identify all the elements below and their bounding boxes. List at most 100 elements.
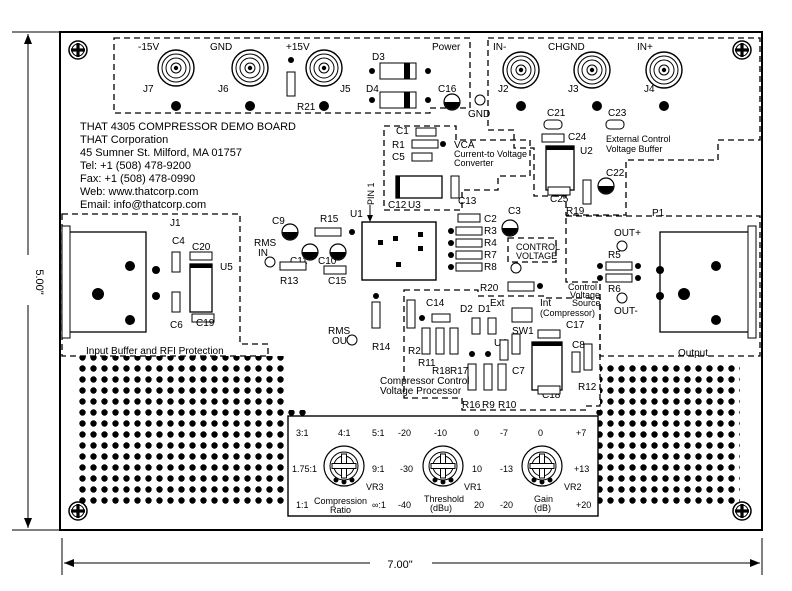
r21-label: R21 bbox=[297, 102, 316, 113]
r12-label: R12 bbox=[578, 382, 597, 393]
power-section: Power -15V GND +15V J7 J6 J5 R21 D3 D4 C… bbox=[113, 37, 490, 120]
rms-in-label-1: RMS bbox=[254, 238, 277, 249]
external-control-section: IN- CHGND IN+ J2 J3 J4 C21 C23 External … bbox=[487, 37, 761, 217]
potentiometer-icon bbox=[323, 445, 365, 487]
bnc-connector-icon bbox=[645, 51, 683, 89]
j3-label: J3 bbox=[568, 84, 579, 95]
company-web: Web: www.thatcorp.com bbox=[80, 186, 198, 198]
sw1-label: SW1 bbox=[512, 326, 534, 337]
mounting-screw-icon bbox=[68, 40, 88, 60]
r6-label: R6 bbox=[608, 284, 621, 295]
ext-ctrl-label-2: Voltage Buffer bbox=[606, 144, 662, 154]
db-label: (dB) bbox=[534, 503, 551, 513]
u1-label: U1 bbox=[350, 209, 363, 220]
potentiometer-icon bbox=[422, 445, 464, 487]
c20-label: C20 bbox=[192, 242, 211, 253]
c12-label: C12 bbox=[388, 200, 407, 211]
c1-label: C1 bbox=[396, 126, 409, 137]
width-label: 7.00" bbox=[387, 559, 412, 571]
in-minus-label: IN- bbox=[493, 42, 506, 53]
knob-label: 0 bbox=[474, 428, 479, 438]
mounting-screw-icon bbox=[68, 501, 88, 521]
u3-label: U3 bbox=[408, 200, 421, 211]
d4-label: D4 bbox=[366, 84, 379, 95]
out-minus-label: OUT- bbox=[614, 306, 638, 317]
j1-label: J1 bbox=[170, 218, 181, 229]
r11-label: R11 bbox=[418, 358, 436, 369]
input-buffer-label: Input Buffer and RFI Protection bbox=[86, 346, 224, 357]
d3-label: D3 bbox=[372, 52, 385, 63]
control-voltage-label-1: CONTROL bbox=[516, 242, 560, 252]
r9-label: R9 bbox=[482, 400, 495, 411]
chgnd-label: CHGND bbox=[548, 42, 585, 53]
rms-input-area: C9 R15 RMS IN C11 C10 R13 C15 bbox=[254, 214, 355, 287]
j6-label: GND bbox=[210, 42, 232, 53]
vca-section: C1 R1 VCA Current-to Voltage Converter C… bbox=[383, 125, 531, 211]
company-info: THAT 4305 COMPRESSOR DEMO BOARD THAT Cor… bbox=[80, 121, 296, 211]
c14-label: C14 bbox=[426, 298, 445, 309]
c8-label: C8 bbox=[572, 340, 585, 351]
d1-label: D1 bbox=[478, 304, 491, 315]
j4-label: J4 bbox=[644, 84, 655, 95]
prototype-area-right bbox=[600, 364, 740, 504]
compressor-label: (Compressor) bbox=[540, 308, 595, 318]
c4-label: C4 bbox=[172, 236, 185, 247]
j5-voltage-label: +15V bbox=[286, 42, 310, 53]
output-section: P1 OUT+ R5 R6 OUT- Output bbox=[565, 208, 761, 359]
comp-ctrl-label-1: Compressor Control bbox=[380, 376, 469, 387]
j5-label: J5 bbox=[340, 84, 351, 95]
company-fax: Fax: +1 (508) 478-0990 bbox=[80, 173, 195, 185]
knob-label: 5:1 bbox=[372, 428, 385, 438]
c25-label: C25 bbox=[550, 194, 569, 205]
c2-label: C2 bbox=[484, 214, 497, 225]
dimension-height: 5.00" bbox=[12, 31, 60, 531]
rms-in-label-2: IN bbox=[258, 248, 268, 259]
j7-label: J7 bbox=[143, 84, 154, 95]
xlr-output-connector-icon bbox=[659, 231, 751, 333]
d2-label: D2 bbox=[460, 304, 473, 315]
board-title: THAT 4305 COMPRESSOR DEMO BOARD bbox=[80, 121, 296, 133]
c3-label: C3 bbox=[508, 206, 521, 217]
rms-out-label-2: OUT bbox=[332, 336, 353, 347]
ext-ctrl-label-1: External Control bbox=[606, 134, 671, 144]
rms-out-label-1: RMS bbox=[328, 326, 351, 337]
compressor-control-section: C14 R2 R11 R18 R17 D2 D1 Ext Int SW1 (Co… bbox=[380, 282, 601, 411]
int-label: Int bbox=[540, 298, 551, 309]
u2-label: U2 bbox=[580, 146, 593, 157]
board-outline bbox=[59, 31, 763, 531]
control-voltage-label-2: VOLTAGE bbox=[516, 251, 557, 261]
compression-ratio-knob[interactable]: 3:1 4:1 5:1 1.75:1 9:1 1:1 ∞:1 VR3 Compr… bbox=[292, 428, 386, 515]
power-label: Power bbox=[432, 42, 461, 53]
c21-label: C21 bbox=[547, 108, 566, 119]
prototype-area-bottom-right bbox=[596, 410, 604, 504]
knob-label: 9:1 bbox=[372, 464, 385, 474]
knob-label: -30 bbox=[400, 464, 413, 474]
knob-label: 1:1 bbox=[296, 500, 309, 510]
company-name: THAT Corporation bbox=[80, 134, 168, 146]
knob-label: 0 bbox=[538, 428, 543, 438]
r7-label: R7 bbox=[484, 250, 497, 261]
r17-label: R17 bbox=[450, 366, 469, 377]
c9-label: C9 bbox=[272, 216, 285, 227]
knob-label: 1.75:1 bbox=[292, 464, 317, 474]
output-label: Output bbox=[678, 348, 708, 359]
c7-label: C7 bbox=[512, 366, 525, 377]
input-buffer-section: J1 C4 C20 U5 C6 C19 Input Buffer and RFI… bbox=[61, 213, 269, 357]
u5-label: U5 bbox=[220, 262, 233, 273]
r4-label: R4 bbox=[484, 238, 497, 249]
mounting-screw-icon bbox=[732, 40, 752, 60]
c6-label: C6 bbox=[170, 320, 183, 331]
rms-output-area: RMS OUT R14 bbox=[328, 293, 391, 353]
gain-label: Gain bbox=[534, 494, 553, 504]
cv-source-label-3: Source bbox=[572, 298, 601, 308]
threshold-knob[interactable]: -20 -10 0 -30 10 -40 20 VR1 Threshold (d… bbox=[398, 428, 484, 513]
c18-label: C18 bbox=[542, 390, 561, 401]
j7-voltage-label: -15V bbox=[138, 42, 159, 53]
vca-label-2: Current-to Voltage bbox=[454, 149, 527, 159]
gain-knob[interactable]: -7 0 +7 -13 +13 -20 +20 VR2 Gain (dB) bbox=[500, 428, 591, 513]
j2-label: J2 bbox=[498, 84, 509, 95]
bnc-connector-icon bbox=[502, 51, 540, 89]
p1-label: P1 bbox=[652, 208, 665, 219]
